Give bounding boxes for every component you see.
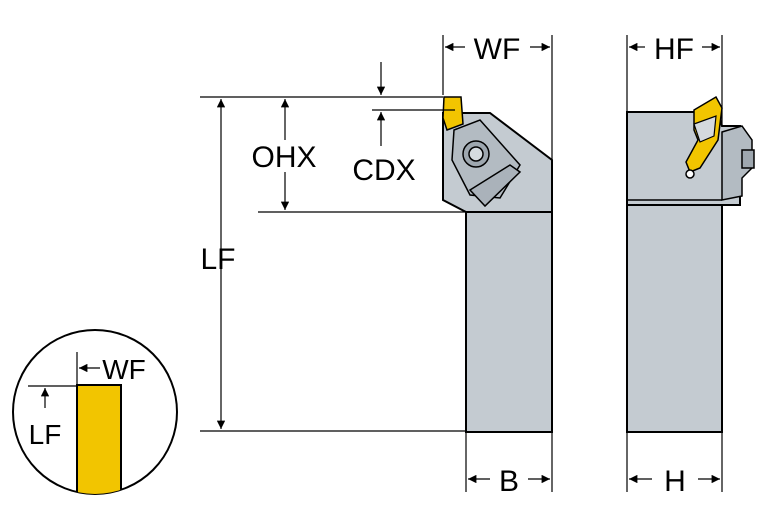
ohx-label: OHX <box>251 141 316 174</box>
lf-label: LF <box>200 243 235 276</box>
shank-body <box>465 211 553 433</box>
hf-label: HF <box>654 33 694 66</box>
front-shank <box>626 204 723 433</box>
b-label: B <box>499 465 519 498</box>
side-view <box>442 96 553 433</box>
clamp-arm <box>468 164 522 208</box>
clamp-screw-icon <box>462 140 490 168</box>
front-clamp-block <box>721 125 753 201</box>
detail-wf-label: WF <box>102 354 146 385</box>
wf-label: WF <box>474 33 521 66</box>
detail-view: WF LF <box>12 329 178 495</box>
insert-icon <box>442 96 464 131</box>
dimension-lines <box>200 35 723 492</box>
h-label: H <box>664 465 686 498</box>
cdx-label: CDX <box>352 154 415 187</box>
front-view <box>626 95 755 433</box>
detail-insert <box>76 384 122 494</box>
detail-lf-label: LF <box>29 419 62 450</box>
